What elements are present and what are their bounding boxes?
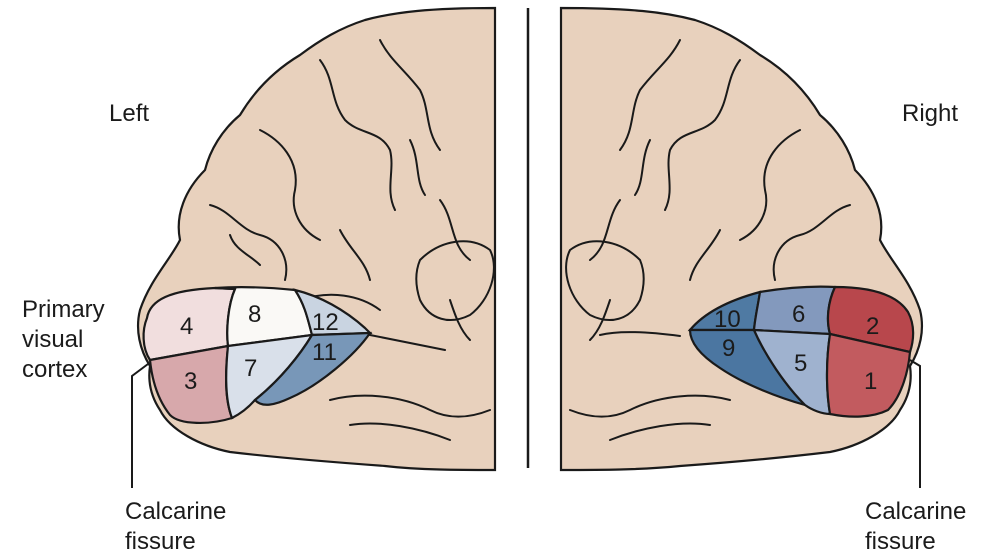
left-side-label: Left [109,100,149,128]
right-calcarine-label-line-2: fissure [865,528,936,556]
right-calcarine-label-line-1: Calcarine [865,498,966,526]
right-region-10-number: 10 [714,306,741,333]
right-region-5-number: 5 [794,350,807,377]
left-region-11-number: 11 [312,339,337,366]
left-calcarine-leader [132,364,148,488]
right-region-2-number: 2 [866,313,879,340]
left-region-3-number: 3 [184,368,197,395]
right-hemisphere: 10 6 2 9 5 1 [561,8,922,488]
left-region-4-number: 4 [180,313,193,340]
left-calcarine-label-line-1: Calcarine [125,498,226,526]
right-region-1-number: 1 [864,368,877,395]
right-region-6-number: 6 [792,301,805,328]
left-hemisphere: 4 8 12 3 7 11 [132,8,495,488]
right-side-label: Right [902,100,958,128]
left-region-7-number: 7 [244,355,257,382]
right-region-9-number: 9 [722,335,735,362]
left-region-12-number: 12 [312,309,339,336]
left-region-8-number: 8 [248,301,261,328]
primary-visual-cortex-line-2: visual [22,326,83,354]
primary-visual-cortex-line-3: cortex [22,356,87,384]
primary-visual-cortex-line-1: Primary [22,296,105,324]
left-calcarine-label-line-2: fissure [125,528,196,556]
